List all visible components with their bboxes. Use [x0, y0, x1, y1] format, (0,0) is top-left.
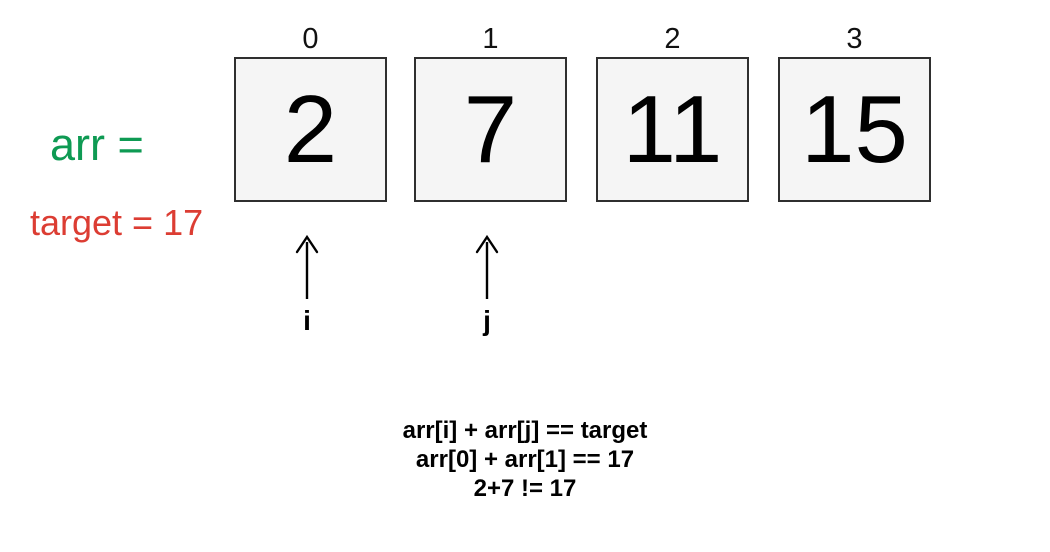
array-cell-1: 7 [414, 57, 567, 202]
array-index-label-3: 3 [846, 23, 863, 55]
target-variable-label: target = 17 [30, 202, 204, 243]
expression-line-3: 2+7 != 17 [473, 475, 577, 502]
array-cell-value-1: 7 [463, 75, 518, 183]
pointer-label-j: j [483, 305, 491, 336]
array-index-label-1: 1 [482, 23, 499, 55]
array-cell-value-0: 2 [283, 75, 338, 183]
pointer-i: i [277, 234, 337, 336]
expression-block: arr[i] + arr[j] == target arr[0] + arr[1… [0, 416, 1050, 503]
expression-line-1: arr[i] + arr[j] == target [402, 417, 648, 444]
array-variable-label: arr = [50, 119, 144, 170]
array-cell-value-3: 15 [801, 75, 908, 183]
up-arrow-icon [475, 234, 499, 299]
array-cell-0: 2 [234, 57, 387, 202]
array-cell-3: 15 [778, 57, 931, 202]
pointer-j: j [457, 234, 517, 336]
array-index-label-2: 2 [664, 23, 681, 55]
up-arrow-icon [295, 234, 319, 299]
array-index-label-0: 0 [302, 23, 319, 55]
expression-line-2: arr[0] + arr[1] == 17 [415, 446, 635, 473]
array-cell-2: 11 [596, 57, 749, 202]
pointer-label-i: i [303, 305, 311, 336]
array-cell-value-2: 11 [622, 75, 723, 183]
